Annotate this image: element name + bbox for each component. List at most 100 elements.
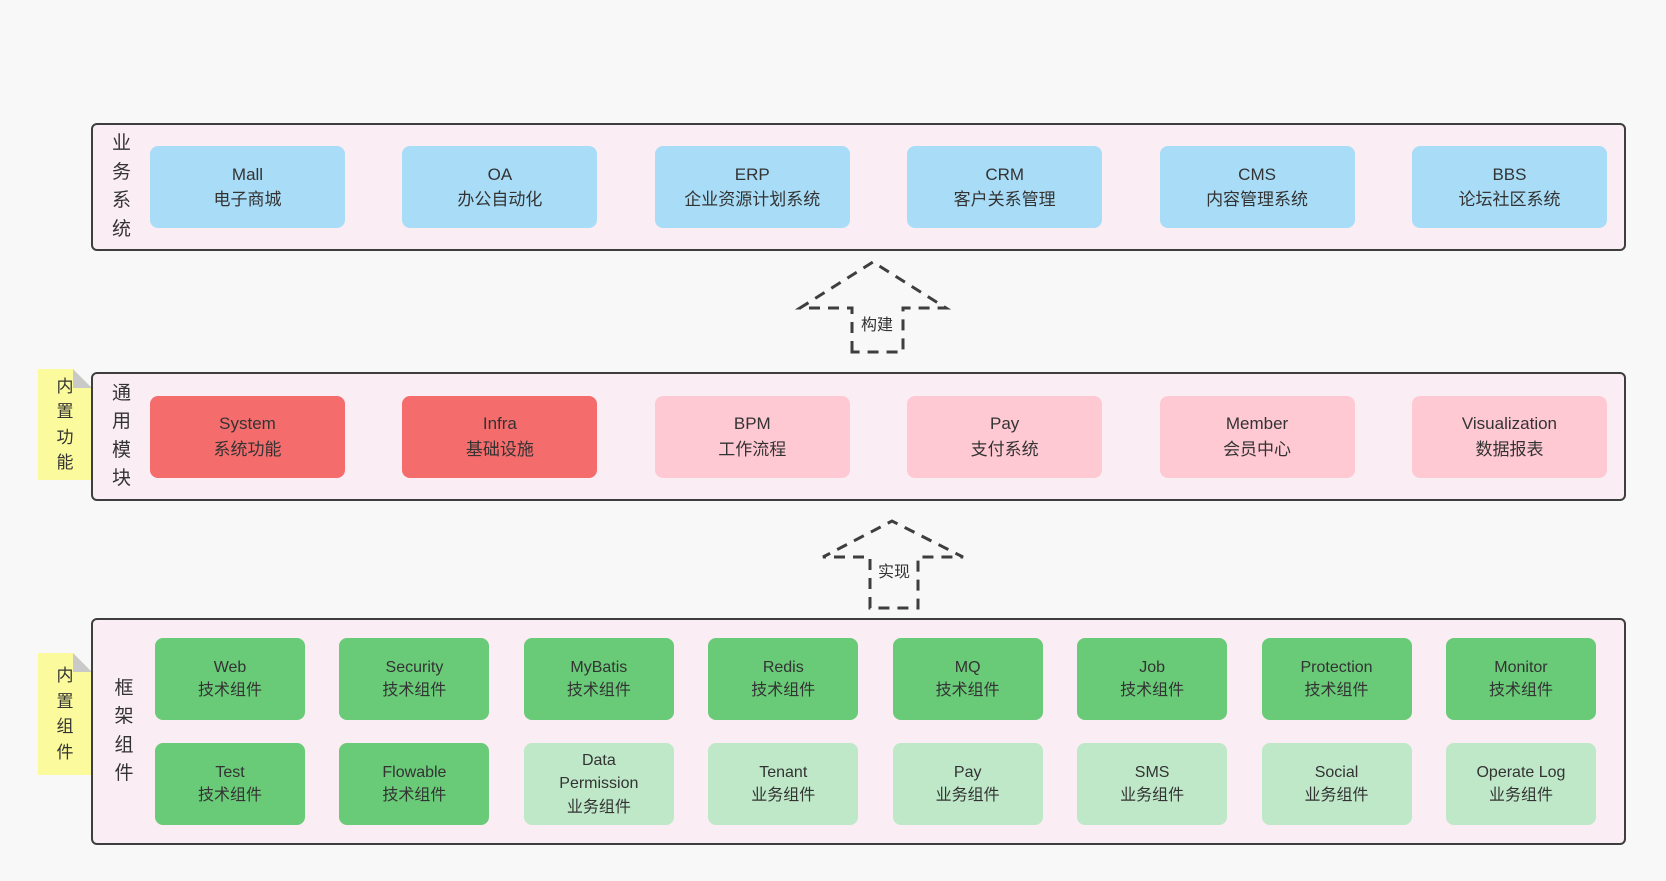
box-title: ERP [734, 164, 770, 184]
layer-label: 通用模块 [111, 382, 131, 490]
box-title: Pay [953, 763, 982, 781]
box-erp: ERP 企业资源计划系统 [654, 146, 850, 228]
layer-label-zone: 框架组件 [93, 675, 155, 789]
box-infra: Infra 基础设施 [402, 395, 598, 478]
box-job: Job 技术组件 [1077, 638, 1228, 720]
box-protection: Protection 技术组件 [1261, 638, 1412, 720]
box-subtitle: 技术组件 [935, 682, 1000, 699]
implement-arrow: 实现 [816, 513, 972, 613]
box-title: Job [1139, 658, 1165, 676]
box-title: Infra [482, 414, 517, 433]
box-title: Test [215, 763, 245, 781]
box-title: CMS [1238, 164, 1276, 184]
arrow-label: 构建 [857, 310, 897, 336]
box-subtitle: 业务组件 [566, 798, 631, 816]
box-title: Redis [762, 658, 804, 676]
box-title: OA [487, 164, 513, 184]
folded-corner-icon [73, 653, 92, 672]
sticky-note-label: 内置组件 [56, 666, 74, 762]
box-subtitle: 技术组件 [382, 787, 447, 804]
box-pay: Pay 业务组件 [892, 743, 1043, 825]
box-title: Visualization [1461, 414, 1558, 433]
box-subtitle: 企业资源计划系统 [684, 190, 821, 209]
box-bbs: BBS 论坛社区系统 [1411, 146, 1607, 228]
sticky-note-label: 内置功能 [56, 376, 74, 472]
sticky-note-built-in-functions: 内置功能 [38, 369, 92, 480]
box-title: Web [213, 658, 247, 676]
box-cms: CMS 内容管理系统 [1159, 146, 1355, 228]
box-title: Social [1314, 763, 1359, 781]
box-subtitle: 电子商城 [213, 190, 282, 209]
box-title: Member [1225, 414, 1289, 433]
dashed-up-arrow-icon [795, 260, 952, 354]
box-title: Flowable [382, 763, 447, 781]
box-title: Data Permission [559, 752, 639, 793]
box-subtitle: 数据报表 [1475, 439, 1544, 459]
box-subtitle: 技术组件 [751, 682, 816, 699]
box-subtitle: 技术组件 [197, 682, 262, 699]
layer-label: 业务系统 [111, 133, 131, 240]
box-subtitle: 会员中心 [1223, 439, 1292, 459]
arrow-label: 实现 [874, 557, 914, 583]
layer-label: 框架组件 [114, 677, 134, 785]
box-subtitle: 工作流程 [718, 439, 787, 459]
box-subtitle: 业务组件 [1120, 787, 1185, 804]
box-title: SMS [1134, 763, 1170, 781]
box-title: CRM [985, 164, 1025, 184]
box-subtitle: 系统功能 [213, 439, 282, 459]
box-visualization: Visualization 数据报表 [1411, 395, 1607, 478]
box-member: Member 会员中心 [1159, 395, 1355, 478]
box-test: Test 技术组件 [155, 743, 305, 825]
box-title: BBS [1492, 164, 1527, 184]
box-subtitle: 业务组件 [935, 787, 1000, 804]
sticky-note-built-in-components: 内置组件 [38, 653, 92, 775]
box-title: BPM [733, 414, 771, 433]
box-sms: SMS 业务组件 [1077, 743, 1228, 825]
box-title: MyBatis [570, 658, 628, 676]
box-oa: OA 办公自动化 [402, 146, 598, 228]
layer-label-zone: 业务系统 [93, 130, 150, 244]
box-title: Protection [1300, 658, 1373, 676]
box-title: Mall [231, 164, 264, 184]
dashed-up-arrow-icon [822, 519, 964, 610]
box-redis: Redis 技术组件 [708, 638, 859, 720]
box-subtitle: 技术组件 [1304, 682, 1369, 699]
box-subtitle: 技术组件 [197, 787, 262, 804]
box-flowable: Flowable 技术组件 [339, 743, 490, 825]
box-subtitle: 技术组件 [382, 682, 447, 699]
box-subtitle: 技术组件 [1488, 682, 1553, 699]
box-subtitle: 业务组件 [1304, 787, 1369, 804]
folded-corner-icon [73, 369, 92, 388]
box-subtitle: 支付系统 [970, 439, 1039, 459]
box-subtitle: 技术组件 [1120, 682, 1185, 699]
box-data-permission: Data Permission 业务组件 [523, 743, 674, 825]
box-title: Monitor [1494, 658, 1548, 676]
box-bpm: BPM 工作流程 [654, 395, 850, 478]
box-social: Social 业务组件 [1261, 743, 1412, 825]
box-title: Pay [990, 414, 1020, 433]
box-mall: Mall 电子商城 [150, 146, 345, 228]
box-subtitle: 基础设施 [465, 439, 534, 459]
box-subtitle: 内容管理系统 [1206, 190, 1309, 209]
box-subtitle: 办公自动化 [457, 190, 543, 209]
box-web: Web 技术组件 [155, 638, 305, 720]
box-mybatis: MyBatis 技术组件 [523, 638, 674, 720]
box-subtitle: 技术组件 [566, 682, 631, 699]
box-subtitle: 业务组件 [751, 787, 816, 804]
layer-label-zone: 通用模块 [93, 380, 150, 494]
box-subtitle: 论坛社区系统 [1458, 190, 1561, 209]
box-title: Operate Log [1476, 763, 1566, 781]
box-title: Security [385, 658, 444, 676]
build-arrow: 构建 [795, 256, 953, 358]
box-pay: Pay 支付系统 [907, 395, 1103, 478]
box-title: MQ [954, 658, 981, 676]
